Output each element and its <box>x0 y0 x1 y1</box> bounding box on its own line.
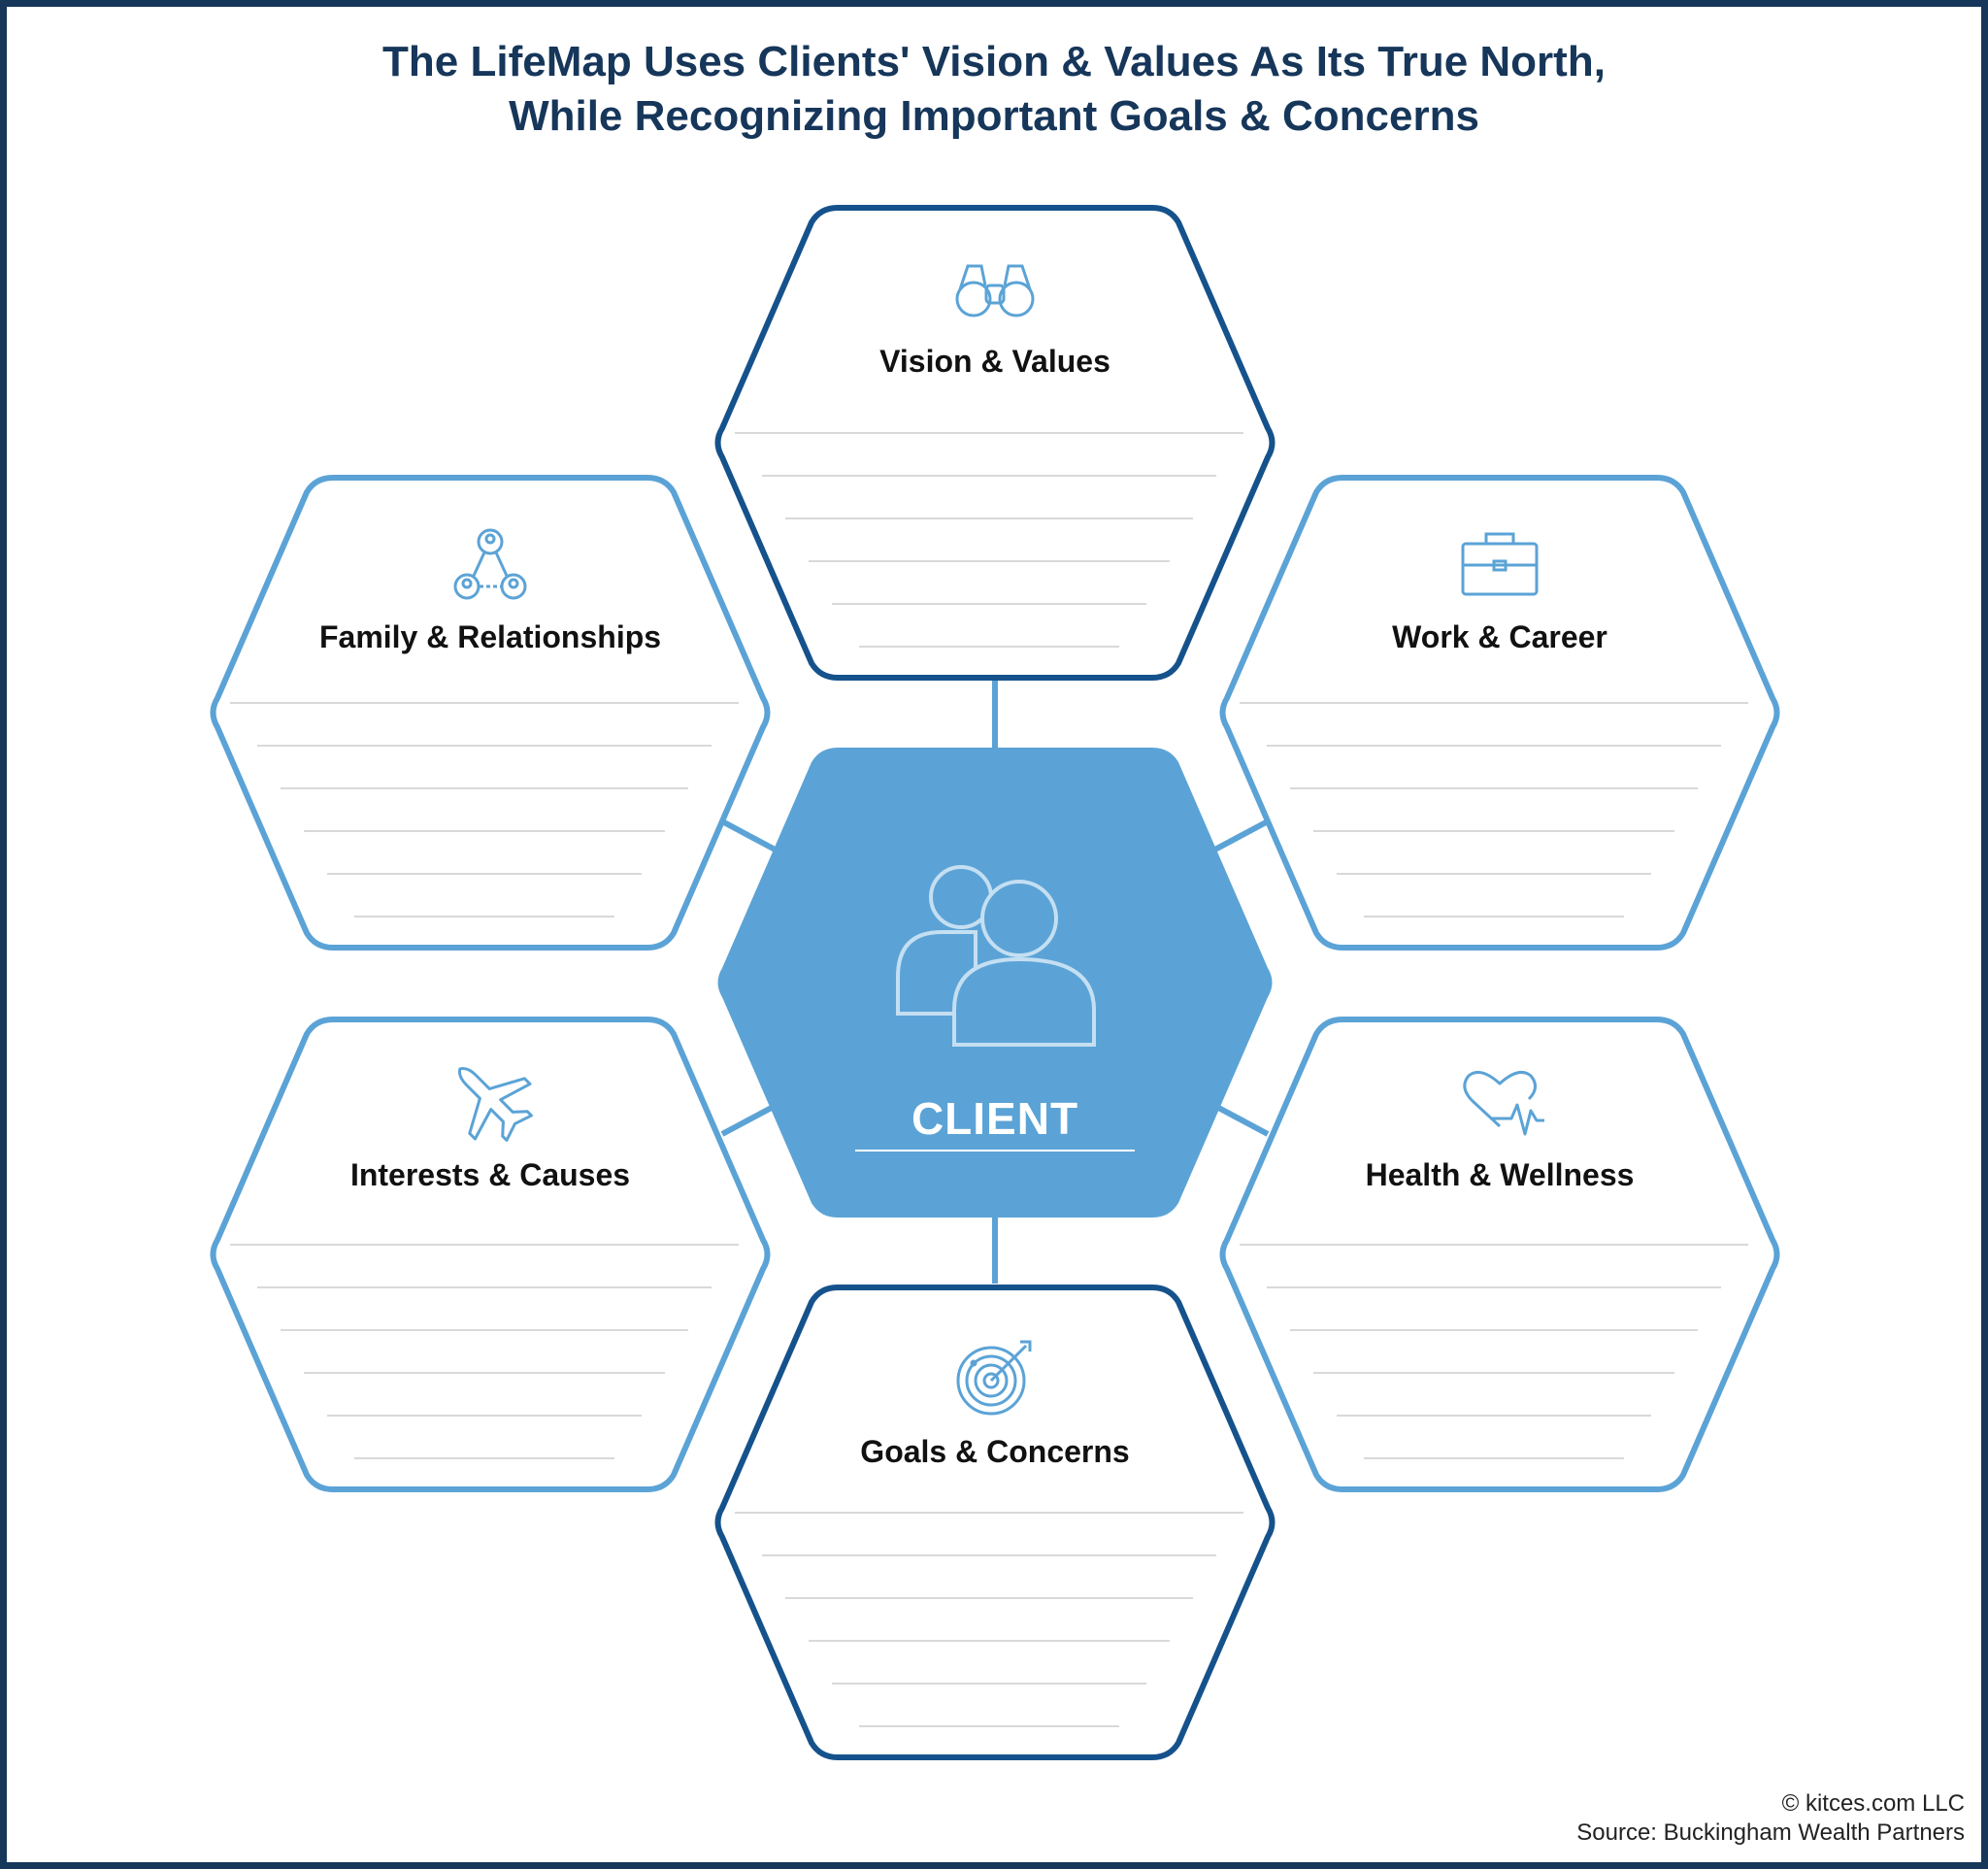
label-interests-causes: Interests & Causes <box>350 1157 630 1192</box>
connector-family <box>720 818 782 855</box>
copyright-text: © kitces.com LLC <box>1781 1790 1965 1817</box>
hex-family-relationships: Family & Relationships <box>214 478 768 948</box>
hex-goals-concerns: Goals & Concerns <box>718 1287 1273 1757</box>
hex-client: CLIENT <box>717 748 1273 1218</box>
briefcase-icon <box>1461 532 1539 596</box>
label-work-career: Work & Career <box>1392 619 1607 654</box>
source-text: Source: Buckingham Wealth Partners <box>1576 1819 1965 1846</box>
title-line-1: The LifeMap Uses Clients' Vision & Value… <box>382 38 1606 85</box>
network-people-icon <box>453 528 527 600</box>
binoculars-icon <box>955 264 1035 317</box>
title-line-2: While Recognizing Important Goals & Conc… <box>509 92 1479 140</box>
label-goals-concerns: Goals & Concerns <box>860 1434 1129 1469</box>
heartbeat-icon <box>1463 1070 1544 1136</box>
label-health-wellness: Health & Wellness <box>1366 1157 1635 1192</box>
hex-vision-values: Vision & Values <box>718 208 1273 678</box>
people-icon <box>896 865 1096 1047</box>
figure-title: The LifeMap Uses Clients' Vision & Value… <box>0 35 1988 144</box>
connector-work <box>1208 818 1270 855</box>
hex-health-wellness: Health & Wellness <box>1223 1019 1777 1489</box>
label-vision-values: Vision & Values <box>879 344 1110 379</box>
airplane-icon <box>457 1066 533 1142</box>
hex-work-career: Work & Career <box>1223 478 1777 948</box>
hex-interests-causes: Interests & Causes <box>214 1019 768 1489</box>
target-icon <box>956 1340 1032 1416</box>
client-label: CLIENT <box>911 1093 1078 1144</box>
footer-credits: © kitces.com LLC Source: Buckingham Weal… <box>1576 1789 1965 1848</box>
label-family-relationships: Family & Relationships <box>319 619 661 654</box>
